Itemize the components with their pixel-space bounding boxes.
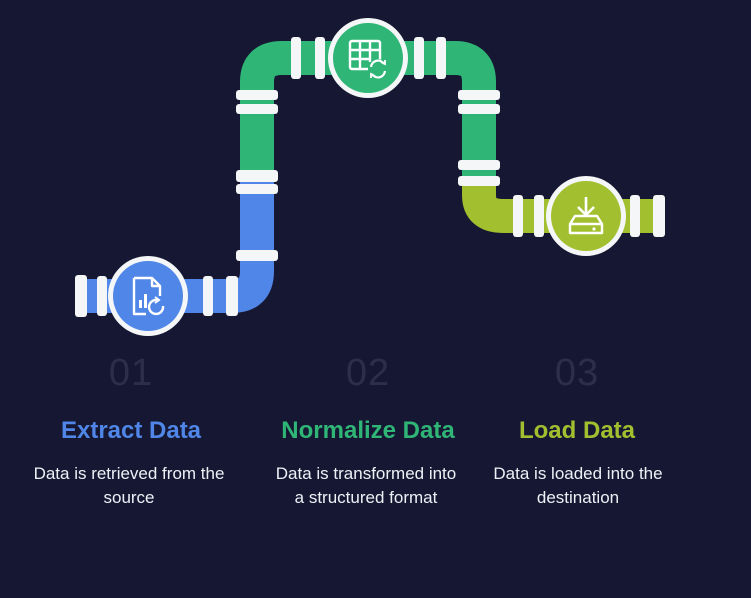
flange-blue-vertical-1 bbox=[236, 250, 278, 261]
flange-lime-2 bbox=[534, 195, 544, 237]
flange-lime-3 bbox=[630, 195, 640, 237]
flange-green-top-3 bbox=[414, 37, 424, 79]
pipe-segment-load bbox=[462, 178, 655, 233]
flange-blue-1 bbox=[97, 276, 107, 316]
flange-blue-3 bbox=[226, 276, 238, 316]
table-refresh-icon bbox=[328, 18, 408, 98]
flange-junction-2 bbox=[236, 184, 278, 194]
flange-lime-1 bbox=[513, 195, 523, 237]
document-chart-refresh-icon bbox=[108, 256, 188, 336]
step-description-normalize: Data is transformed into a structured fo… bbox=[275, 464, 457, 507]
flange-green-top-4 bbox=[436, 37, 446, 79]
flange-left-end bbox=[75, 275, 87, 317]
step-title-normalize: Normalize Data bbox=[281, 417, 455, 444]
flange-green-vertical-2 bbox=[236, 104, 278, 114]
download-drive-icon bbox=[546, 176, 626, 256]
step-number-1: 01 bbox=[108, 352, 154, 394]
pipe-couplings bbox=[75, 37, 665, 317]
flange-green-right-2 bbox=[458, 104, 500, 114]
flange-blue-2 bbox=[203, 276, 213, 316]
flange-green-top-2 bbox=[315, 37, 325, 79]
flange-green-vertical-1 bbox=[236, 90, 278, 100]
flange-right-end bbox=[653, 195, 665, 237]
flange-green-top-1 bbox=[291, 37, 301, 79]
flange-junction-3 bbox=[458, 160, 500, 170]
step-title-extract: Extract Data bbox=[60, 417, 202, 444]
step-number-2: 02 bbox=[345, 352, 391, 394]
flange-junction-1 bbox=[236, 170, 278, 182]
step-number-3: 03 bbox=[554, 352, 600, 394]
flange-green-right-1 bbox=[458, 90, 500, 100]
step-description-extract: Data is retrieved from the source bbox=[33, 464, 225, 507]
step-title-load: Load Data bbox=[518, 417, 635, 444]
step-description-load: Data is loaded into the destination bbox=[493, 464, 663, 507]
flange-junction-4 bbox=[458, 176, 500, 186]
